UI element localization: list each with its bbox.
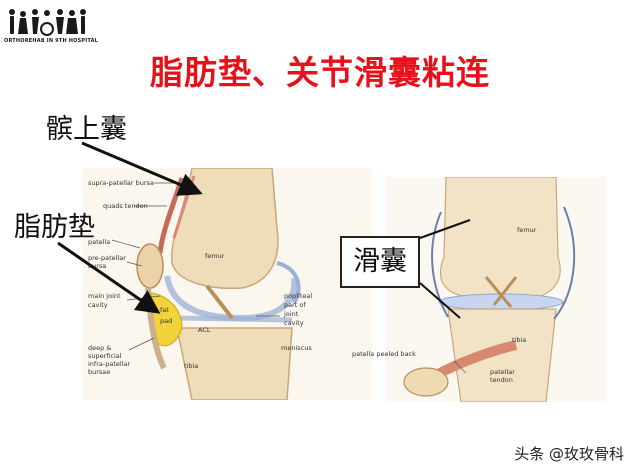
label-deep-2: superficial — [88, 352, 122, 360]
label-main-joint-2: cavity — [88, 301, 108, 309]
label-patella-peeled: patella peeled back — [352, 350, 416, 358]
knee-anterior-illustration — [386, 177, 606, 402]
label-popliteal-2: part of — [284, 301, 306, 309]
knee-sagittal-illustration — [82, 168, 372, 400]
arrow-fat-pad — [57, 241, 161, 314]
label-patellar-tendon-1: patellar — [490, 368, 515, 376]
line-bursa-upper — [419, 219, 471, 239]
label-main-joint-1: main joint — [88, 292, 121, 300]
label-femur-right: femur — [517, 226, 537, 234]
logo-caption: ORTHOREHAB IN 9TH HOSPITAL — [4, 38, 99, 44]
label-femur-left: femur — [205, 252, 225, 260]
label-tibia-right: tibia — [512, 336, 527, 344]
label-deep-1: deep & — [88, 344, 112, 352]
page-title: 脂肪垫、关节滑囊粘连 — [150, 53, 490, 92]
label-patellar-tendon-2: tendon — [490, 376, 513, 384]
hospital-logo — [9, 9, 86, 36]
label-meniscus: meniscus — [281, 344, 312, 352]
label-deep-4: bursae — [88, 368, 111, 376]
footer-watermark: 头条 @玫玫骨科 — [514, 445, 624, 463]
label-fat: fat — [160, 306, 169, 314]
label-pre-patellar-1: pre-patellar — [88, 254, 126, 262]
label-pad: pad — [160, 317, 173, 325]
label-acl: ACL — [198, 326, 211, 334]
label-patella: patella — [88, 238, 111, 246]
label-tibia-left: tibia — [184, 362, 199, 370]
line-bursa-lower — [419, 282, 461, 319]
label-suprapatellar-bursa-cn: 髌上囊 — [46, 114, 127, 145]
label-suprapatellar-bursa: supra-patellar bursa — [88, 179, 154, 187]
label-fat-pad-cn: 脂肪垫 — [14, 212, 95, 243]
label-popliteal-4: cavity — [284, 319, 304, 327]
label-pre-patellar-2: bursa — [88, 262, 107, 270]
label-bursa-cn: 滑囊 — [340, 236, 420, 288]
label-popliteal-3: joint — [284, 310, 299, 318]
label-deep-3: infra-patellar — [88, 360, 131, 368]
label-popliteal-1: popliteal — [284, 292, 313, 300]
label-quads-tendon: quads tendon — [103, 202, 148, 210]
arrow-suprapatellar — [81, 141, 203, 196]
